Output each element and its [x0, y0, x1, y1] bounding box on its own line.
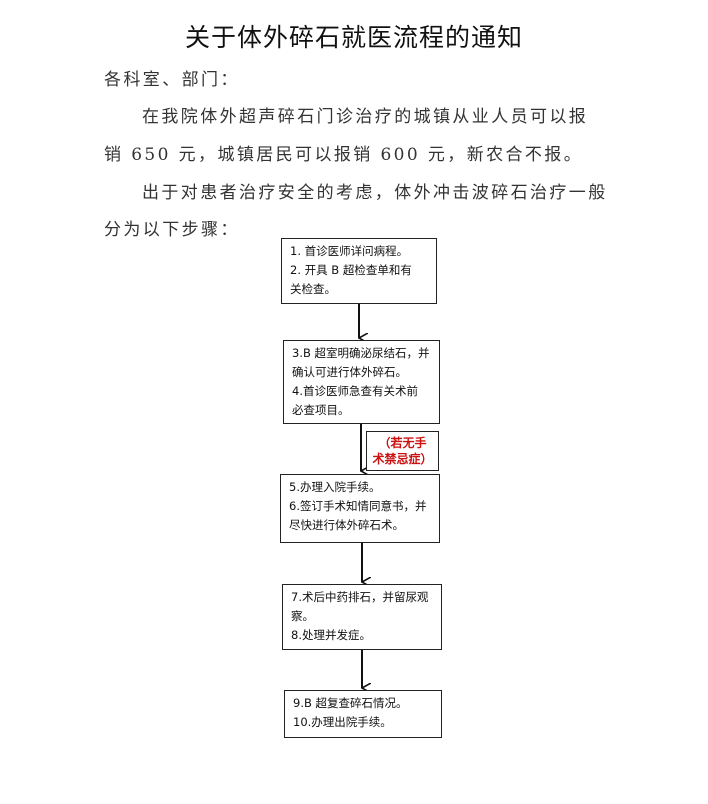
flow-step-2-line-3: 4.首诊医师急查有关术前	[292, 384, 418, 398]
flow-step-3-line-2: 6.签订手术知情同意书，并	[289, 499, 427, 513]
flow-step-1-line-2: 2. 开具 B 超检查单和有	[290, 263, 412, 277]
flow-step-3: 5.办理入院手续。 6.签订手术知情同意书，并 尽快进行体外碎石术。	[280, 474, 440, 543]
flow-step-1: 1. 首诊医师详问病程。 2. 开具 B 超检查单和有 关检查。	[281, 238, 437, 304]
flow-step-4: 7.术后中药排石，并留尿观 察。 8.处理并发症。	[282, 584, 442, 650]
flow-step-3-line-1: 5.办理入院手续。	[289, 480, 381, 494]
paragraph-2-line-2: 分为以下步骤：	[104, 220, 240, 240]
flow-step-5: 9.B 超复查碎石情况。 10.办理出院手续。	[284, 690, 442, 738]
flow-step-4-line-2: 察。	[291, 609, 314, 623]
flow-step-4-line-3: 8.处理并发症。	[291, 628, 371, 642]
flow-step-1-line-1: 1. 首诊医师详问病程。	[290, 244, 409, 258]
flow-step-2: 3.B 超室明确泌尿结石，并 确认可进行体外碎石。 4.首诊医师急查有关术前 必…	[283, 340, 440, 424]
paragraph-1-line-2: 销 650 元，城镇居民可以报销 600 元，新农合不报。	[104, 145, 584, 165]
flow-condition-note: （若无手 术禁忌症）	[366, 431, 439, 471]
flow-step-4-line-1: 7.术后中药排石，并留尿观	[291, 590, 429, 604]
flow-condition-note-line-1: （若无手	[378, 436, 427, 450]
flow-step-3-line-3: 尽快进行体外碎石术。	[289, 518, 404, 532]
flow-step-2-line-2: 确认可进行体外碎石。	[292, 365, 407, 379]
flow-step-2-line-1: 3.B 超室明确泌尿结石，并	[292, 346, 430, 360]
notice-title: 关于体外碎石就医流程的通知	[184, 23, 523, 52]
flow-step-5-line-1: 9.B 超复查碎石情况。	[293, 696, 408, 710]
salutation: 各科室、部门：	[104, 70, 240, 90]
flow-condition-note-line-2: 术禁忌症）	[372, 452, 433, 466]
flow-step-2-line-4: 必查项目。	[292, 403, 350, 417]
paragraph-2-line-1: 出于对患者治疗安全的考虑，体外冲击波碎石治疗一般	[142, 183, 608, 203]
flow-step-5-line-2: 10.办理出院手续。	[293, 715, 392, 729]
flow-step-1-line-3: 关检查。	[290, 282, 336, 296]
paragraph-1-line-1: 在我院体外超声碎石门诊治疗的城镇从业人员可以报	[142, 107, 589, 127]
